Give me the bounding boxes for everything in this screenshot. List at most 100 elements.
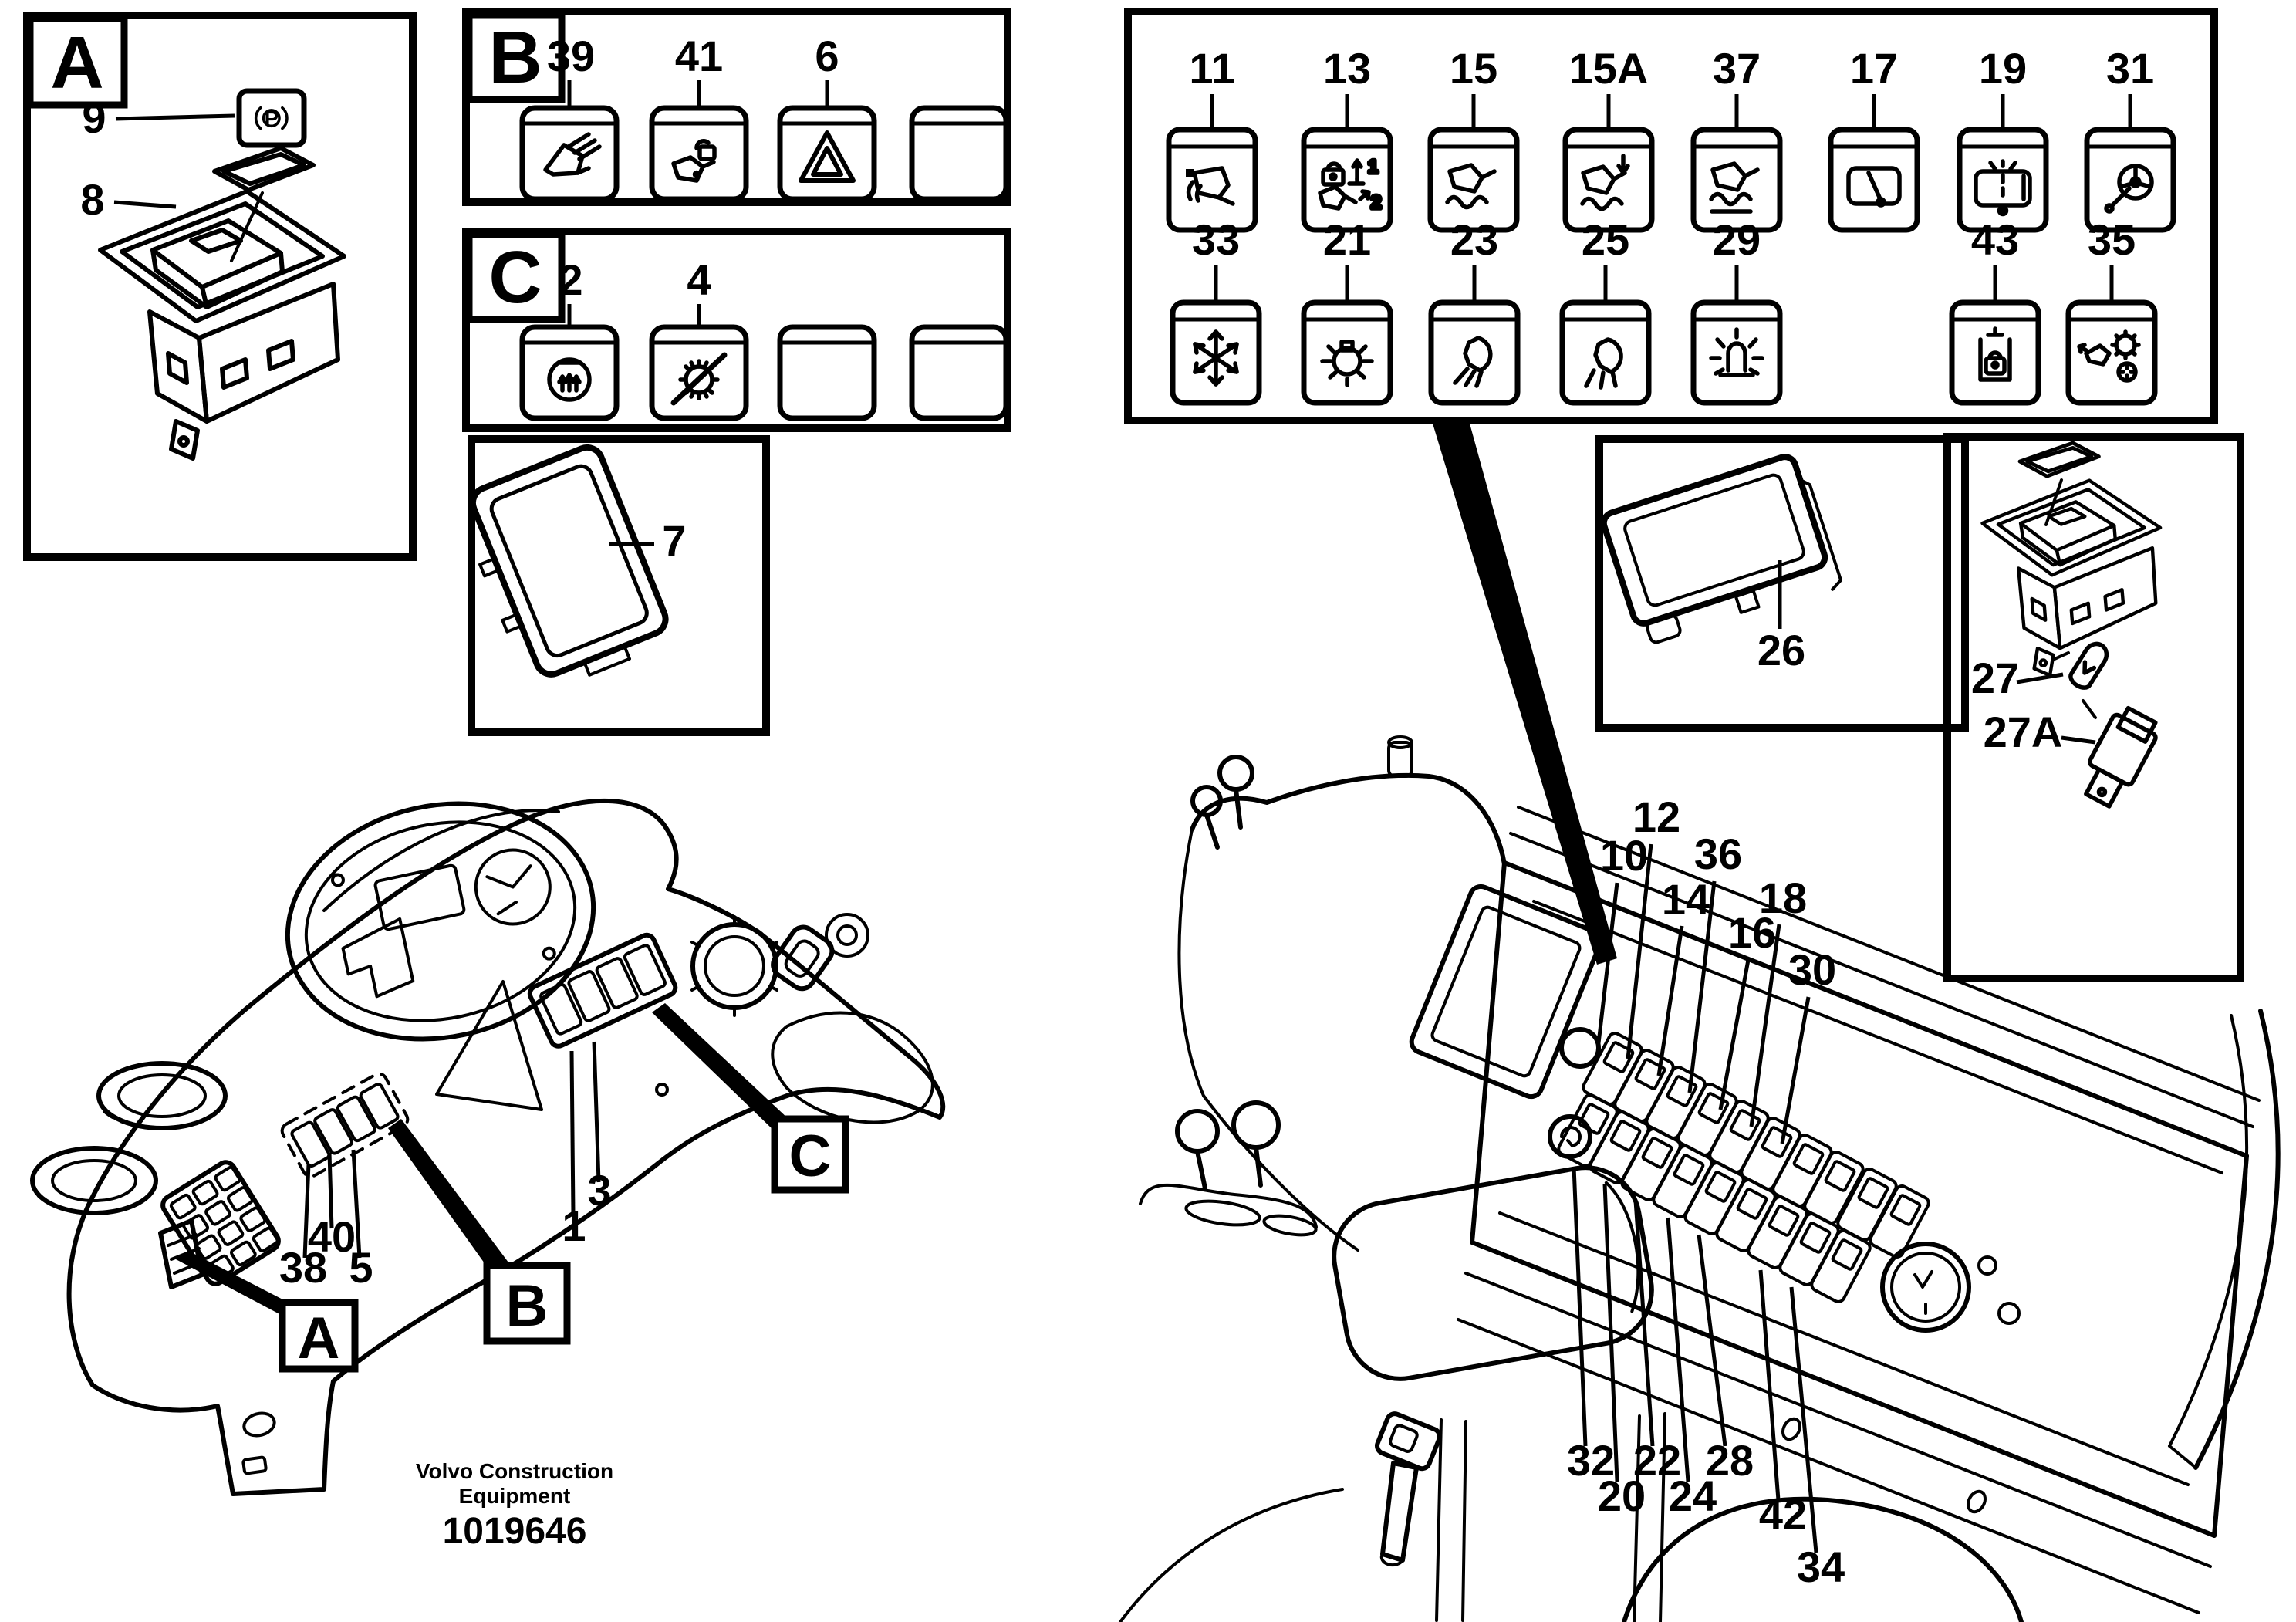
callout-25: 25: [1582, 215, 1629, 264]
symbol-panel-leader: [1433, 424, 1617, 965]
callout-27: 27: [1971, 654, 2019, 702]
hazard-warning-icon: [801, 133, 853, 181]
callout-28: 28: [1706, 1436, 1754, 1485]
bucket-float-icon: [1447, 165, 1494, 208]
console-bracket: [2193, 1009, 2281, 1470]
blank-switch: [912, 108, 1006, 199]
blank-panel-7: [469, 444, 669, 678]
callout-41: 41: [675, 32, 723, 80]
bucket-position-icon: [1711, 164, 1757, 211]
ignition-switch: [690, 913, 869, 1017]
blank-switch: [912, 327, 1006, 418]
ref-c-leader: [652, 1003, 790, 1131]
control-lever: [1375, 1411, 1442, 1567]
lower-joysticks: [1139, 1100, 1318, 1237]
bulb-27: [2053, 641, 2109, 690]
rocker-switch-27: [1982, 481, 2160, 676]
bucket-tilt-icon: [1186, 168, 1233, 204]
callout-1: 1: [562, 1201, 586, 1250]
ref-label-c: C: [789, 1124, 832, 1189]
row1-leader-lines: [1210, 94, 2132, 130]
detail-box-c: C 2 4: [462, 228, 1011, 432]
footer-text: Volvo Construction Equipment 1019646: [416, 1459, 613, 1552]
blank-switch: [780, 327, 874, 418]
detail-a-label: A: [50, 22, 103, 104]
callout-6: 6: [815, 32, 839, 80]
callout-8: 8: [80, 175, 104, 224]
parking-brake-button: P: [236, 88, 307, 148]
engine-preheat-icon: [549, 360, 589, 400]
callout-34: 34: [1797, 1543, 1845, 1591]
callout-11: 11: [1189, 44, 1234, 93]
callout-18: 18: [1759, 874, 1807, 922]
console-top-callouts: 10 12 14 36 16 18 30: [1596, 792, 1836, 1144]
callout-20: 20: [1598, 1472, 1646, 1520]
dash-foot: [241, 1411, 276, 1475]
callout-42: 42: [1759, 1490, 1807, 1539]
bucket-material-icon: [545, 134, 599, 174]
bucket-float-down-icon: [1582, 156, 1628, 209]
side-console-drawing: 10 12 14 36 16 18 30 32 20 22 24 28: [1119, 735, 2281, 1622]
air-conditioning-icon: [1195, 332, 1237, 384]
parking-brake-letter: P: [265, 106, 279, 130]
callout-13: 13: [1323, 44, 1371, 93]
detail-c-label: C: [488, 236, 542, 319]
cluster-bracket: [435, 980, 543, 1111]
console-gauge: [1880, 1242, 2021, 1333]
dash-side-pod: [771, 1011, 934, 1124]
callout-24: 24: [1669, 1472, 1717, 1520]
console-display: [1409, 884, 1603, 1159]
dash-speaker-holes: [30, 1061, 228, 1215]
bucket-gear-speed-icon: [2079, 332, 2139, 380]
brand-line2: Equipment: [459, 1484, 571, 1508]
callout-33: 33: [1192, 215, 1240, 264]
rocker-switch-8: [100, 191, 344, 458]
callout-27a: 27A: [1984, 708, 2063, 756]
air-vent: [158, 1218, 204, 1289]
callout-23: 23: [1450, 215, 1498, 264]
implement-lock-icon: [1980, 329, 2010, 380]
callout-19: 19: [1979, 44, 2027, 93]
console-levers: [1190, 735, 1413, 850]
detail-box-27: 27 27A: [1943, 433, 2244, 982]
seat-cushion: [1622, 1496, 2024, 1622]
callout-15: 15: [1450, 44, 1497, 93]
console-bottom-callouts: 32 20 22 24 28 42 34: [1567, 1166, 1845, 1591]
callout-38: 38: [279, 1243, 327, 1292]
callout-39: 39: [547, 32, 595, 80]
detail-box-a: A P 9 8: [23, 12, 417, 561]
ref-a-leader: [176, 1252, 295, 1316]
gauge-needle-icon: [1849, 168, 1899, 205]
callout-14: 14: [1662, 875, 1710, 924]
callout-7: 7: [662, 516, 686, 565]
lighting-icon: [1322, 342, 1372, 385]
callout-29: 29: [1713, 215, 1761, 264]
callout-3: 3: [587, 1166, 611, 1215]
headlight-low-icon: [1455, 338, 1491, 386]
secondary-steering-icon: [2106, 166, 2152, 211]
callout-15a: 15A: [1569, 44, 1649, 93]
ref-label-b: B: [506, 1273, 549, 1339]
detail-b-label: B: [488, 16, 542, 99]
callout-26: 26: [1757, 626, 1805, 674]
detail-box-26: 26: [1595, 435, 1969, 732]
callout-17: 17: [1850, 44, 1898, 93]
detail-box-7: 7: [468, 435, 770, 736]
callout-30: 30: [1788, 945, 1836, 994]
callout-36: 36: [1694, 830, 1742, 878]
row2-leader-lines: [1214, 265, 2114, 302]
console-panel: [1457, 806, 2261, 1614]
armrest: [1332, 1165, 1654, 1381]
console-top-edge: [1190, 772, 1507, 867]
dash-switch-panel-left: [280, 1072, 410, 1178]
callout-32: 32: [1567, 1436, 1615, 1485]
bucket-unlock-icon: [674, 141, 714, 181]
rear-defrost-icon: [1976, 161, 2030, 215]
symbol-panel-box: 11 13 15 15A 37 17 19 31 1 2: [1124, 8, 2218, 424]
svg-text:1: 1: [1368, 157, 1378, 177]
work-light-icon: [1586, 340, 1621, 387]
detail-box-b: B 39 41 6: [462, 8, 1011, 206]
callout-22: 22: [1633, 1436, 1681, 1485]
